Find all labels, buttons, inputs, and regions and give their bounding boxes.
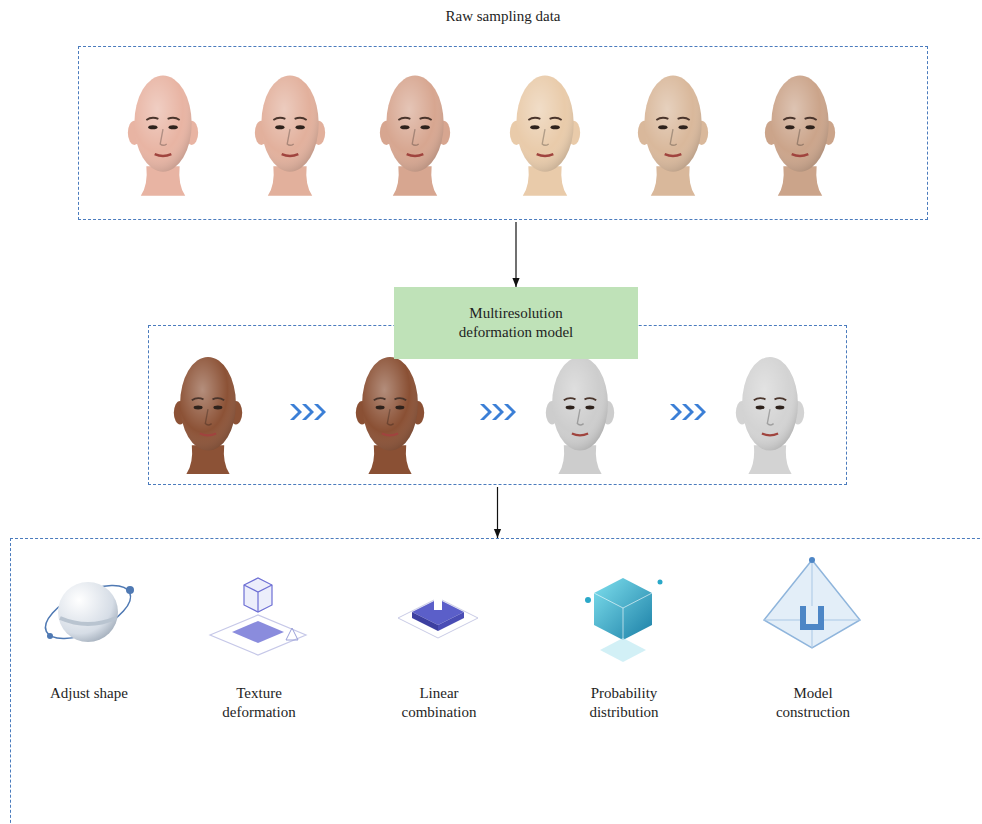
raw-faces [128, 76, 835, 196]
chevron [290, 404, 326, 420]
icon-item: Linear combination [394, 684, 484, 744]
dashed-group: Multiresolution deformation model [148, 325, 847, 485]
face [638, 76, 708, 196]
probability-icon [585, 578, 663, 662]
icons [38, 557, 860, 662]
linear-icon [398, 592, 478, 638]
mesh-face [546, 357, 614, 474]
process-box: Multiresolution deformation model [394, 287, 638, 359]
face [510, 76, 580, 196]
item-label: Adjust shape [44, 684, 134, 703]
texture-icon [210, 578, 306, 655]
icon-item: Texture deformation [214, 684, 304, 744]
item-label: Probability distribution [579, 684, 669, 722]
pyramid-icon [764, 557, 860, 648]
face [380, 76, 450, 196]
model-faces [174, 357, 804, 474]
item-label: Model construction [768, 684, 858, 722]
face [255, 76, 325, 196]
flow-arrow [515, 222, 516, 287]
face [765, 76, 835, 196]
group-heading: Raw sampling data [79, 7, 927, 26]
dashed-group: Adjust shape Texture deformation Linear co… [10, 538, 982, 824]
chevron [480, 404, 516, 420]
icon-item: Adjust shape [44, 684, 134, 744]
sphere-icon [38, 574, 138, 649]
chevron [670, 404, 706, 420]
icon-item: Probability distribution [579, 684, 669, 744]
mesh-face [736, 357, 804, 474]
item-label: Texture deformation [214, 684, 304, 722]
box-label: Multiresolution deformation model [444, 304, 588, 342]
icon-item: Model construction [768, 684, 858, 744]
face [356, 357, 424, 474]
flow-arrow [497, 487, 498, 538]
item-label: Linear combination [394, 684, 484, 722]
face [128, 76, 198, 196]
face [174, 357, 242, 474]
dashed-group: Raw sampling data [78, 46, 928, 220]
